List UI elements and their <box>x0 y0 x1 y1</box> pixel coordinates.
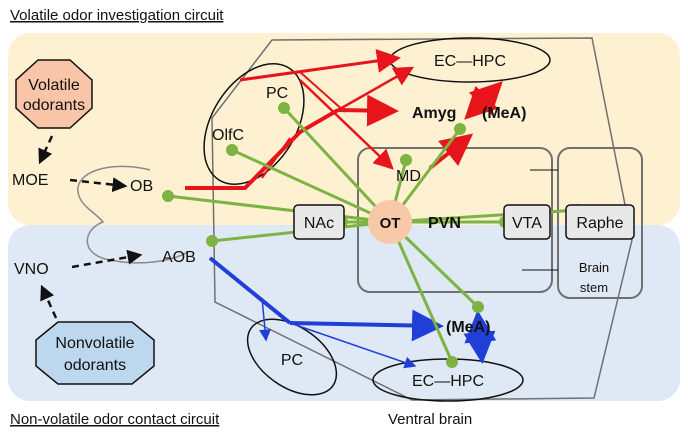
ventral-brain-label: Ventral brain <box>388 411 472 428</box>
nonvolatile-odorants-label-2: odorants <box>64 357 126 374</box>
ot-node <box>368 200 412 244</box>
ot-label: OT <box>380 215 401 232</box>
volatile-odorants-label-2: odorants <box>23 97 85 114</box>
brain-outline <box>211 37 633 401</box>
ob-label: OB <box>130 178 153 195</box>
pc-olfc-ellipse <box>203 63 305 185</box>
volatile-circuit-title: Volatile odor investigation circuit <box>10 7 224 24</box>
vta-box <box>503 204 551 240</box>
amyg-label: Amyg <box>412 105 456 122</box>
nac-box <box>293 204 345 240</box>
nac-label: NAc <box>304 215 334 232</box>
ec-hpc-bottom-label: EC—HPC <box>412 373 484 390</box>
moe-label: MOE <box>12 172 48 189</box>
pc-bottom-ellipse <box>246 318 338 396</box>
raphe-label: Raphe <box>576 215 623 232</box>
brainstem-box <box>557 147 643 299</box>
raphe-box <box>565 204 635 240</box>
aob-label: AOB <box>162 249 196 266</box>
pc-bottom-label: PC <box>281 352 303 369</box>
pvn-label: PVN <box>428 215 461 232</box>
volatile-odorants-label-1: Volatile <box>28 77 80 94</box>
ec-hpc-top-label: EC—HPC <box>434 53 506 70</box>
brain-stem-label-2: stem <box>580 280 608 295</box>
volatile-panel <box>8 33 680 225</box>
nonvolatile-circuit-title: Non-volatile odor contact circuit <box>10 411 220 428</box>
pc-top-label: PC <box>266 85 288 102</box>
vno-label: VNO <box>14 261 49 278</box>
brain-stem-label-1: Brain <box>579 260 609 275</box>
md-label: MD <box>396 168 421 185</box>
input-arrows <box>38 135 143 319</box>
mea-top-label: (MeA) <box>482 105 526 122</box>
nonvolatile-panel <box>8 225 680 401</box>
vta-label: VTA <box>512 215 542 232</box>
volatile-odorants-shape <box>15 59 93 129</box>
nonvolatile-odorants-shape <box>35 321 155 385</box>
mea-bottom-label: (MeA) <box>446 319 490 336</box>
nonvolatile-pathways <box>208 256 497 369</box>
volatile-pathways <box>185 49 503 190</box>
nonvolatile-odorants-label-1: Nonvolatile <box>55 335 134 352</box>
olfc-label: OlfC <box>212 127 244 144</box>
